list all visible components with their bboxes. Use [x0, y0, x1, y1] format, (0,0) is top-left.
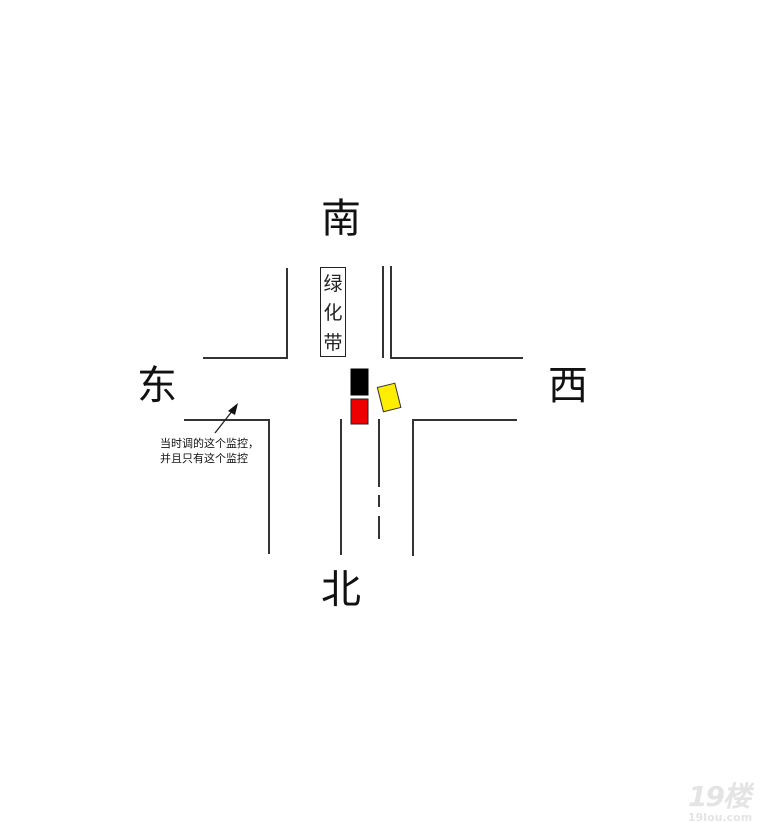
- yellow-car-icon: [376, 382, 402, 413]
- red-car-icon: [350, 398, 369, 425]
- watermark: 19楼 19lou.com: [688, 775, 752, 822]
- median-char: 带: [323, 331, 343, 354]
- annotation-line-2: 并且只有这个监控: [160, 452, 248, 465]
- direction-label-top: 南: [321, 196, 361, 242]
- median-char: 绿: [323, 273, 343, 296]
- watermark-logo: 19楼: [688, 780, 751, 813]
- direction-label-bottom: 北: [321, 567, 361, 613]
- direction-label-left: 东: [137, 363, 177, 409]
- annotation-line-1: 当时调的这个监控，: [160, 437, 259, 450]
- camera-annotation: 当时调的这个监控， 并且只有这个监控: [160, 436, 259, 466]
- green-belt-median: 绿 化 带: [320, 267, 346, 357]
- direction-label-right: 西: [548, 363, 588, 409]
- watermark-site: 19lou.com: [688, 811, 753, 822]
- median-char: 化: [323, 302, 343, 325]
- black-car-icon: [350, 368, 369, 396]
